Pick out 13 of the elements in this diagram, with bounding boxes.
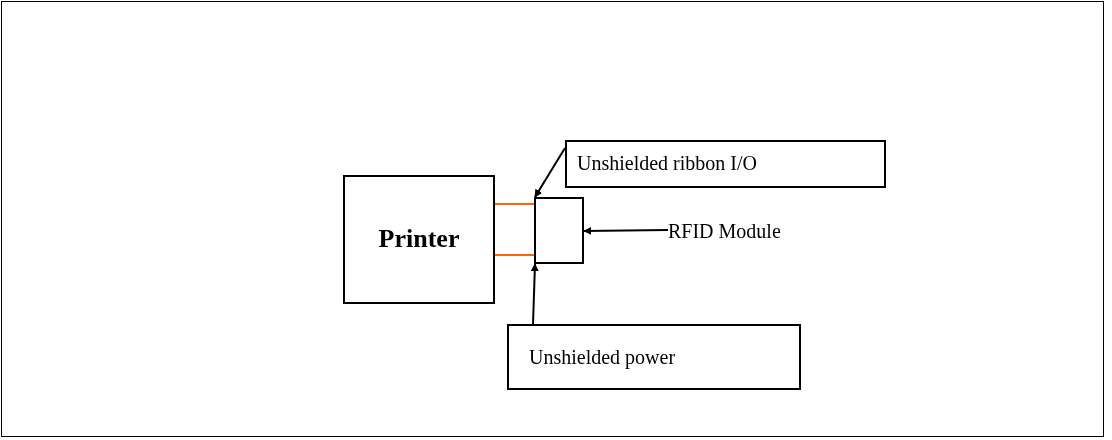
wire (494, 203, 535, 205)
callout-text: Unshielded power (529, 346, 676, 368)
label-box (507, 324, 801, 390)
label-box (565, 140, 886, 188)
label-box (343, 175, 495, 304)
callout-text: Unshielded ribbon I/O (577, 152, 757, 174)
device-name: Printer (378, 225, 460, 254)
callout-text: RFID Module (668, 220, 781, 242)
arrow (583, 226, 669, 235)
arrow (530, 263, 539, 325)
arrow (534, 147, 566, 198)
module-box (534, 197, 584, 264)
wire (494, 254, 535, 256)
